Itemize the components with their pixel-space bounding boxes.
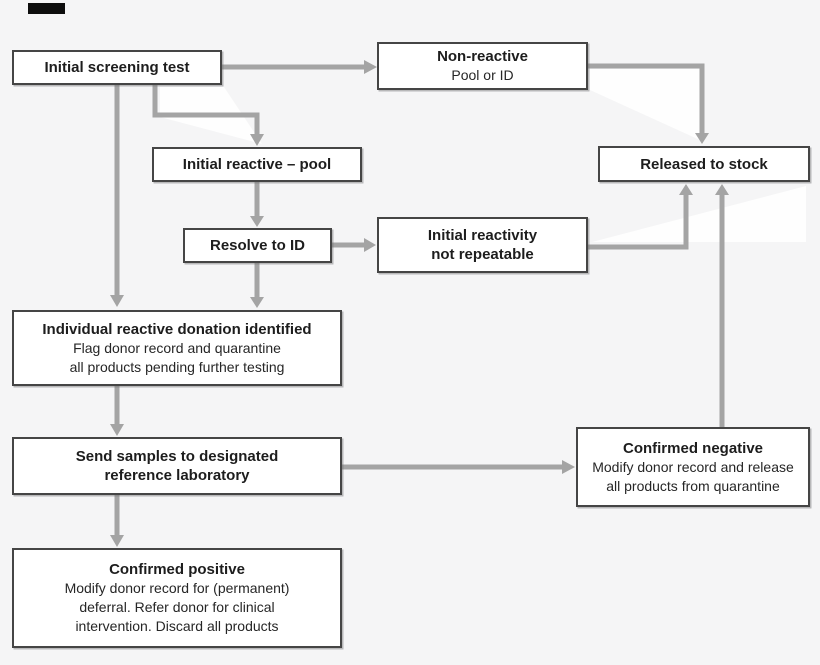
arrow-resolve-to-individual — [250, 262, 264, 308]
arrow-resolve-to-reactivity — [332, 238, 376, 252]
node-confirmed-positive: Confirmed positive Modify donor record f… — [12, 548, 342, 648]
node-title: Resolve to ID — [209, 237, 306, 254]
node-body-line: Modify donor record for (permanent) — [64, 580, 290, 596]
node-title: Send samples to designated — [75, 448, 279, 465]
node-title: Initial screening test — [44, 59, 190, 76]
node-title-line2: not repeatable — [431, 246, 534, 263]
arrow-screening-to-reactive-pool — [152, 84, 264, 146]
node-resolve-to-id: Resolve to ID — [183, 228, 332, 263]
node-initial-reactive-pool: Initial reactive – pool — [152, 147, 362, 182]
node-body-line: deferral. Refer donor for clinical — [79, 599, 275, 615]
node-initial-reactivity-not-repeatable: Initial reactivity not repeatable — [377, 217, 588, 273]
top-left-mark — [28, 3, 65, 14]
node-individual-reactive-donation: Individual reactive donation identified … — [12, 310, 342, 386]
node-title: Confirmed negative — [622, 439, 764, 457]
node-confirmed-negative: Confirmed negative Modify donor record a… — [576, 427, 810, 507]
node-title: Non-reactive — [437, 48, 528, 65]
node-body-line: all products from quarantine — [606, 477, 780, 494]
node-title: Individual reactive donation identified — [42, 320, 312, 338]
node-title: Initial reactivity — [427, 227, 538, 244]
node-body-line: all products pending further testing — [69, 358, 285, 375]
node-title: Initial reactive – pool — [182, 156, 332, 173]
node-send-samples: Send samples to designated reference lab… — [12, 437, 342, 495]
node-body-line: intervention. Discard all products — [75, 618, 279, 634]
arrow-individual-to-send-samples — [110, 386, 124, 436]
arrow-reactivity-to-released — [588, 184, 693, 250]
arrow-screening-to-individual — [110, 84, 124, 307]
node-title-line2: reference laboratory — [104, 467, 250, 484]
arrow-send-samples-to-confirmed-positive — [110, 495, 124, 547]
arrow-send-samples-to-confirmed-negative — [342, 460, 575, 474]
arrow-nonreactive-to-released — [588, 63, 709, 144]
node-initial-screening-test: Initial screening test — [12, 50, 222, 85]
node-body-line: Flag donor record and quarantine — [73, 339, 281, 356]
node-body-line: Modify donor record and release — [592, 458, 794, 475]
node-title: Released to stock — [640, 155, 768, 173]
arrow-confirmed-negative-to-released — [715, 184, 729, 427]
node-body-line: Pool or ID — [451, 67, 514, 83]
node-released-to-stock: Released to stock — [598, 146, 810, 182]
node-title: Confirmed positive — [109, 561, 245, 578]
arrow-screening-to-nonreactive — [222, 60, 377, 74]
arrow-reactive-pool-to-resolve — [250, 182, 264, 227]
node-non-reactive: Non-reactive Pool or ID — [377, 42, 588, 90]
